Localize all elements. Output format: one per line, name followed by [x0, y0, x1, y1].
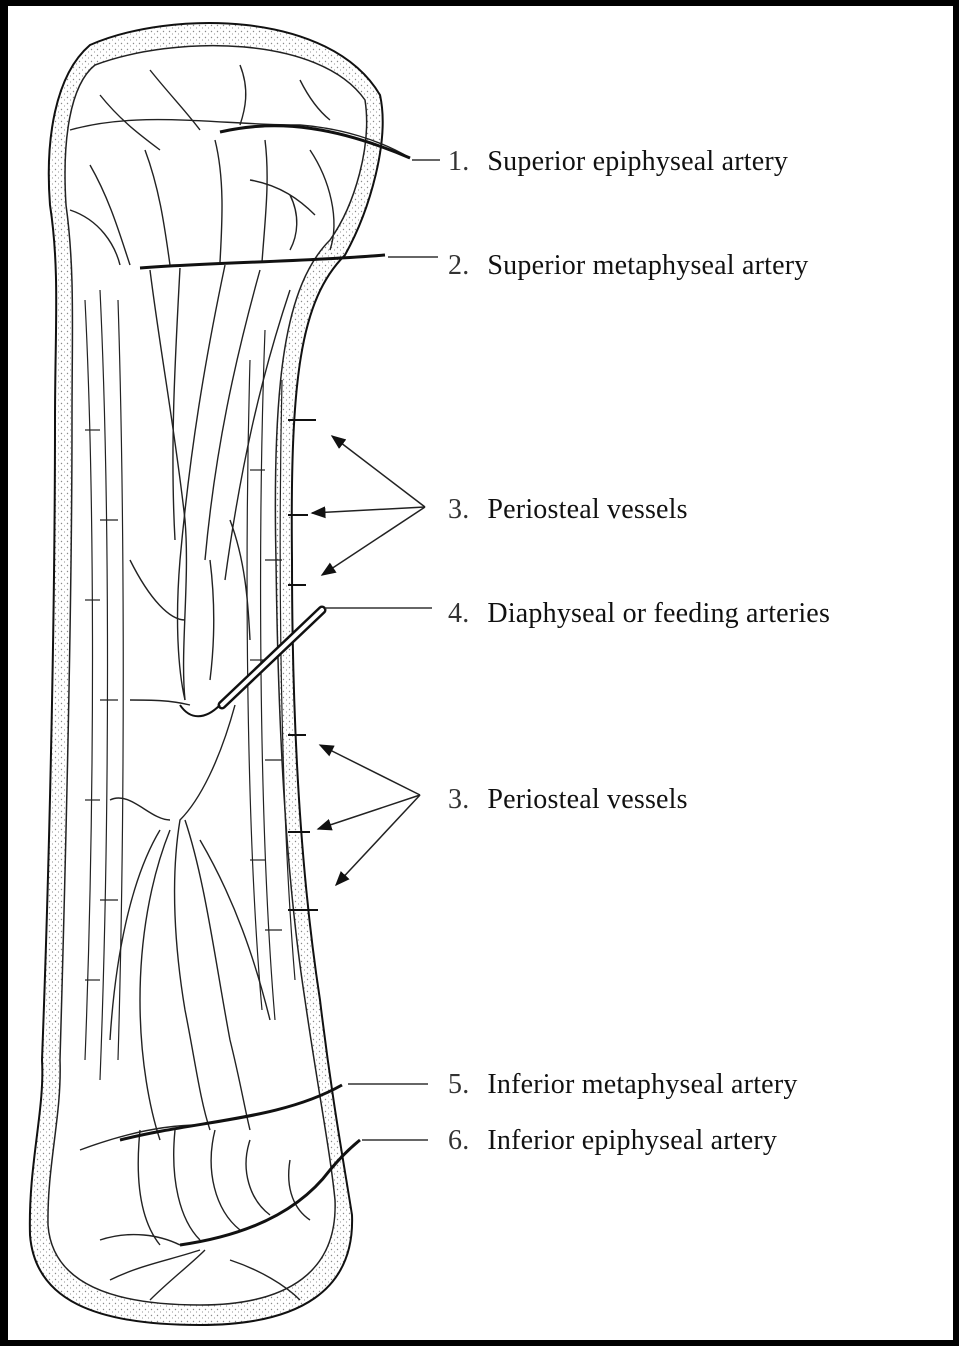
label-diaphyseal-feeding-arteries: 4. Diaphyseal or feeding arteries: [448, 598, 830, 630]
label-text: Periosteal vessels: [487, 784, 687, 815]
arrow-upper-1: [332, 436, 425, 507]
label-periosteal-vessels-upper: 3. Periosteal vessels: [448, 494, 688, 526]
arrow-lower-1: [320, 745, 420, 795]
label-text: Superior metaphyseal artery: [487, 250, 808, 281]
label-number: 4.: [448, 598, 469, 630]
arrow-upper-3: [322, 507, 425, 575]
leader-lines: [325, 160, 440, 1140]
label-text: Inferior epiphyseal artery: [487, 1125, 777, 1156]
label-number: 3.: [448, 494, 469, 526]
label-superior-epiphyseal-artery: 1. Superior epiphyseal artery: [448, 146, 788, 178]
diagram-frame: 1. Superior epiphyseal artery 2. Superior …: [8, 6, 953, 1340]
label-number: 6.: [448, 1125, 469, 1157]
bone-inner-surface: [48, 46, 367, 1305]
label-text: Superior epiphyseal artery: [487, 146, 788, 177]
label-text: Diaphyseal or feeding arteries: [487, 598, 830, 629]
label-number: 2.: [448, 250, 469, 282]
label-text: Inferior metaphyseal artery: [487, 1069, 797, 1100]
label-superior-metaphyseal-artery: 2. Superior metaphyseal artery: [448, 250, 808, 282]
arrow-upper-2: [312, 507, 425, 513]
periosteal-arrows: [312, 436, 425, 885]
label-periosteal-vessels-lower: 3. Periosteal vessels: [448, 784, 688, 816]
label-inferior-epiphyseal-artery: 6. Inferior epiphyseal artery: [448, 1125, 777, 1157]
label-inferior-metaphyseal-artery: 5. Inferior metaphyseal artery: [448, 1069, 798, 1101]
label-text: Periosteal vessels: [487, 494, 687, 525]
label-number: 3.: [448, 784, 469, 816]
label-number: 1.: [448, 146, 469, 178]
label-number: 5.: [448, 1069, 469, 1101]
